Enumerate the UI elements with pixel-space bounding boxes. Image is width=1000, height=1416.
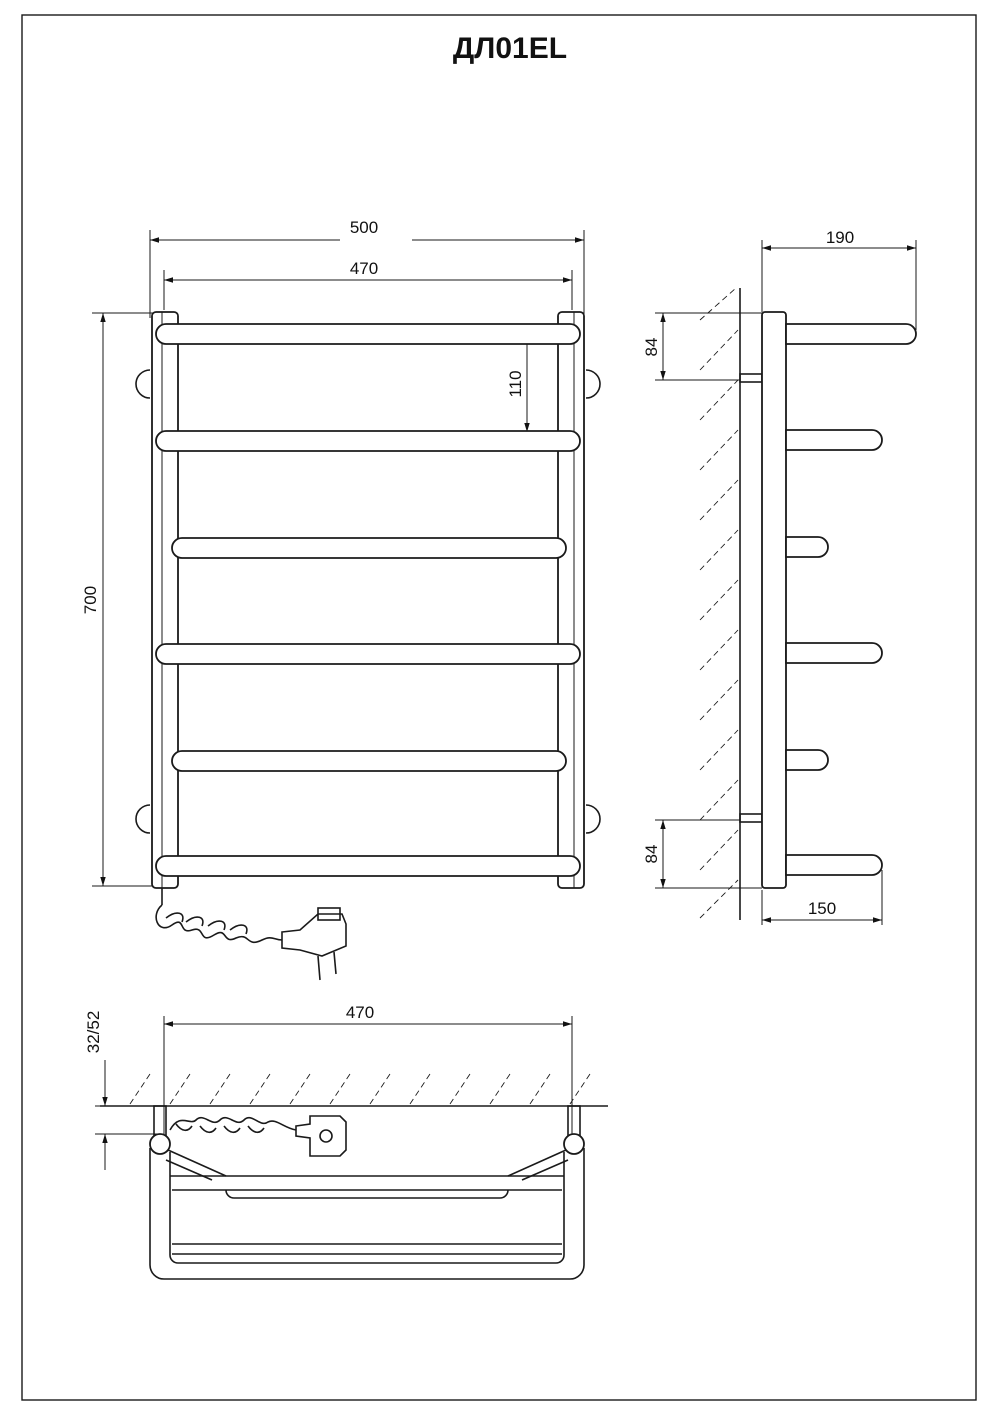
side-view: 190 150 84 84	[642, 228, 917, 925]
rung	[171, 750, 567, 772]
left-post	[151, 311, 179, 889]
rung	[155, 855, 581, 877]
power-cord-top	[169, 1116, 297, 1134]
top-view: 470 32/52	[84, 1003, 608, 1280]
front-view: 500 470 700 110	[81, 218, 601, 981]
plug-icon	[281, 907, 347, 981]
dim-offset-bottom: 84	[642, 845, 661, 864]
dim-rung-spacing: 110	[506, 370, 525, 397]
dim-depth-top: 190	[826, 228, 854, 247]
wall-hatch-top	[100, 1073, 608, 1107]
rung	[155, 323, 581, 345]
sheet-border	[21, 14, 977, 1401]
post-top-left	[149, 1133, 171, 1155]
drawing-title: ДЛ01EL	[453, 32, 567, 65]
dim-width-overall: 500	[350, 218, 378, 237]
side-post	[761, 311, 787, 889]
rung	[155, 430, 581, 452]
post-top-right	[563, 1133, 585, 1155]
wall-hatch	[699, 287, 741, 920]
rung	[171, 537, 567, 559]
dim-top-width: 470	[346, 1003, 374, 1022]
dim-offset-top: 84	[642, 338, 661, 357]
right-post	[557, 311, 585, 889]
dim-height: 700	[81, 586, 100, 614]
dim-wall-gap: 32/52	[84, 1011, 103, 1054]
plug-icon-top	[295, 1115, 347, 1157]
dim-width-mount: 470	[350, 259, 378, 278]
dim-depth-bottom: 150	[808, 899, 836, 918]
power-cord	[155, 888, 283, 944]
rung	[155, 643, 581, 665]
